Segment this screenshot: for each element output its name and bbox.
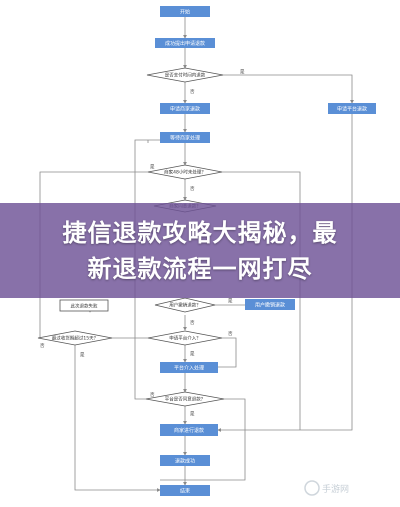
node-apply-platform: 申请平台退款 xyxy=(328,103,376,114)
banner-title-line-1: 捷信退款攻略大揭秘，最 xyxy=(62,218,338,247)
node-merchant-refund-label: 商家进行退款 xyxy=(174,427,204,434)
node-apply-platform-label: 申请平台退款 xyxy=(337,106,367,113)
node-dpaid: 是否支付时间内退款 xyxy=(146,67,224,83)
node-apply: 成功提出申请退款 xyxy=(155,38,215,48)
node-end: 结束 xyxy=(160,485,210,496)
node-start-label: 开始 xyxy=(180,9,190,16)
node-refund-ok: 退款成功 xyxy=(160,455,210,466)
node-refund-fail-label: 此次退款失败 xyxy=(71,303,98,310)
node-merchant-refund: 商家进行退款 xyxy=(160,424,218,436)
edge-d15-end xyxy=(74,345,161,492)
node-wait-merchant-label: 等待商家处理 xyxy=(170,135,200,142)
node-start: 开始 xyxy=(160,6,210,17)
edge-label-no: 否 xyxy=(190,89,195,95)
edge-label-no: 否 xyxy=(190,320,195,326)
node-user-cancel-label: 用户撤销退款 xyxy=(255,302,285,309)
node-refund-fail: 此次退款失败 xyxy=(59,299,109,312)
edge-label-no: 否 xyxy=(150,392,155,398)
edge-dpaid-platform xyxy=(223,74,354,104)
node-dplatform-agree: 平台是否同意退款？ xyxy=(145,391,225,407)
edge-label-yes: 是 xyxy=(228,298,233,304)
edge-label-no: 否 xyxy=(40,343,45,349)
node-dcancel: 用户撤销退款？ xyxy=(154,297,216,313)
node-d48-label: 商家48小时未处理？ xyxy=(164,169,206,176)
node-apply-merchant: 申请商家退款 xyxy=(160,103,210,114)
title-banner: 捷信退款攻略大揭秘，最 新退款流程一网打尽 xyxy=(0,203,400,298)
node-dplatform-label: 申请平台介入？ xyxy=(169,335,201,342)
edge-dagree-no xyxy=(160,398,246,481)
node-dcancel-label: 用户撤销退款？ xyxy=(169,302,201,309)
node-dpaid-label: 是否支付时间内退款 xyxy=(165,72,206,79)
edge-label-yes: 是 xyxy=(240,69,245,75)
node-dplatform-agree-label: 平台是否同意退款？ xyxy=(165,396,206,403)
edge-label-no: 否 xyxy=(190,186,195,192)
node-d48: 商家48小时未处理？ xyxy=(147,164,223,180)
edge-d48-yes xyxy=(222,171,301,430)
node-d15-label: 超过收货期超过15天？ xyxy=(52,335,98,342)
edge-dplat-no xyxy=(218,337,237,368)
edge-label-no: 否 xyxy=(228,331,233,337)
node-dplatform: 申请平台介入？ xyxy=(147,330,223,346)
node-end-label: 结束 xyxy=(180,488,190,495)
node-wait-merchant: 等待商家处理 xyxy=(160,132,210,143)
node-apply-merchant-label: 申请商家退款 xyxy=(170,106,200,113)
node-platform-handle: 平台介入处理 xyxy=(160,362,218,373)
node-d15: 超过收货期超过15天？ xyxy=(37,330,113,346)
edge-label-yes: 是 xyxy=(190,411,195,417)
node-user-cancel: 用户撤销退款 xyxy=(245,299,295,310)
watermark-logo-icon xyxy=(304,480,320,496)
edge-label-yes: 是 xyxy=(190,351,195,357)
watermark: 手游网 xyxy=(304,480,349,496)
edge-label-yes: 是 xyxy=(150,164,155,170)
node-apply-label: 成功提出申请退款 xyxy=(165,40,205,47)
edge-label-yes: 是 xyxy=(80,352,85,358)
node-refund-ok-label: 退款成功 xyxy=(175,458,195,465)
banner-title-line-2: 新退款流程一网打尽 xyxy=(87,254,313,283)
watermark-text: 手游网 xyxy=(322,483,349,495)
node-platform-handle-label: 平台介入处理 xyxy=(174,365,204,372)
